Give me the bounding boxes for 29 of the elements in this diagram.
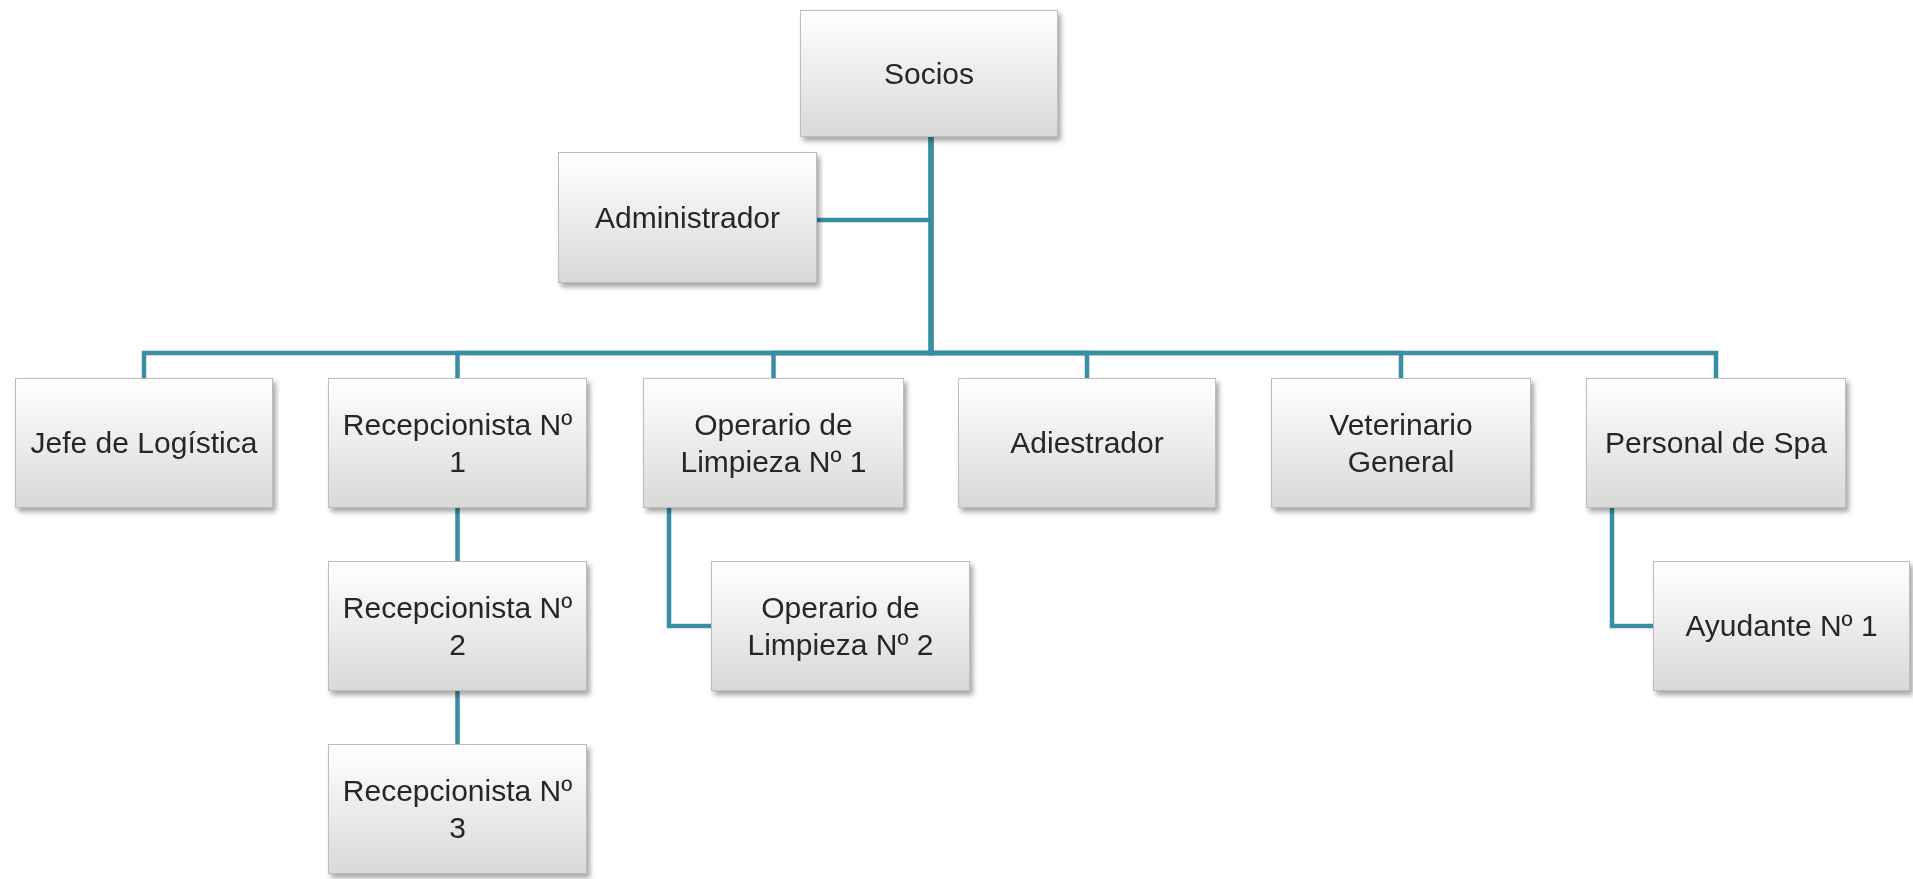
role-label: Recepcionista Nº 2	[341, 589, 574, 663]
org-box	[328, 744, 587, 874]
role-label: Jefe de Logística	[29, 425, 259, 462]
connector-line	[455, 691, 460, 744]
org-box	[15, 378, 273, 508]
org-box	[711, 561, 970, 691]
org-box	[1271, 378, 1531, 508]
org-box	[643, 378, 904, 508]
role-label: Administrador	[593, 199, 782, 236]
org-box	[558, 152, 817, 283]
connector-line	[455, 508, 460, 561]
org-box	[1586, 378, 1846, 508]
org-box	[958, 378, 1216, 508]
connector-line	[666, 508, 711, 629]
role-label: Operario de Limpieza Nº 1	[679, 406, 868, 480]
org-box	[800, 10, 1058, 137]
connector-line	[928, 137, 1719, 378]
org-box	[328, 561, 587, 691]
role-label: Veterinario General	[1328, 406, 1474, 480]
org-box	[328, 378, 587, 508]
role-label: Adiestrador	[1009, 425, 1165, 462]
role-label: Recepcionista Nº 3	[341, 772, 574, 846]
role-label: Personal de Spa	[1604, 425, 1828, 462]
org-box	[1653, 561, 1910, 691]
role-label: Recepcionista Nº 1	[341, 406, 574, 480]
connector-line	[1609, 508, 1653, 629]
role-label: Ayudante Nº 1	[1684, 608, 1879, 645]
role-label: Operario de Limpieza Nº 2	[746, 589, 935, 663]
role-label: Socios	[882, 55, 975, 92]
